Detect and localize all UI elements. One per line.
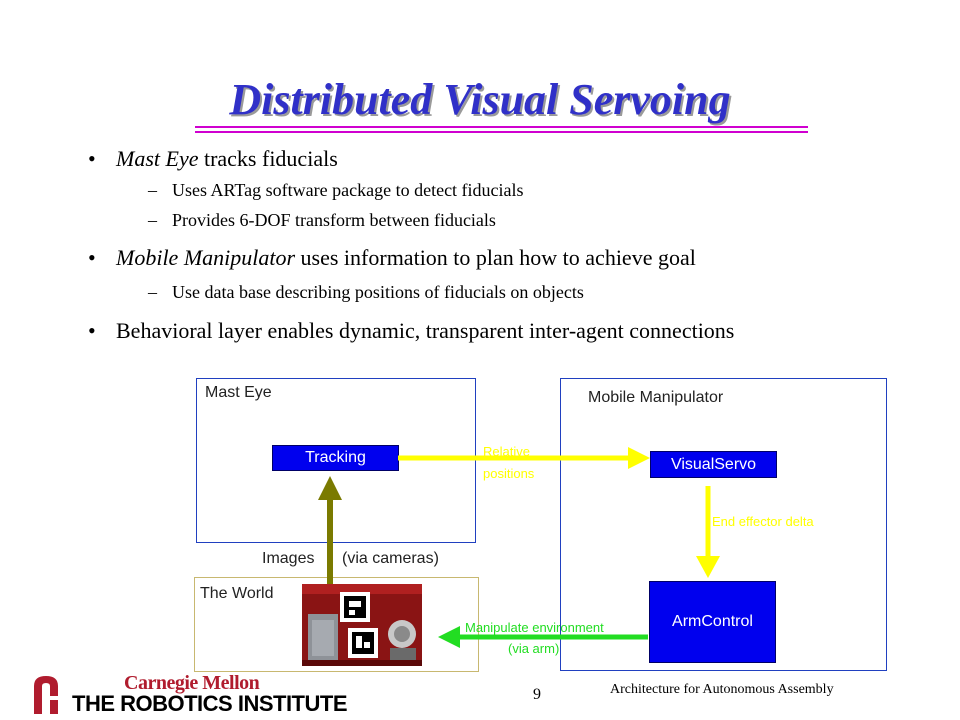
ri-logo-icon (34, 676, 58, 714)
mobile-manipulator-label: Mobile Manipulator (588, 389, 724, 406)
manipulate-label-2: (via arm) (508, 641, 560, 656)
sub-bullet-1: –Uses ARTag software package to detect f… (148, 180, 524, 201)
sub-bullet-2-text: Provides 6-DOF transform between fiducia… (172, 210, 496, 230)
via-cameras-label: (via cameras) (342, 550, 439, 567)
bullet-1-em: Mast Eye (116, 146, 199, 171)
logo-robotics-institute: THE ROBOTICS INSTITUTE (72, 691, 348, 716)
bullet-glyph: • (88, 245, 96, 270)
relative-label-2: positions (483, 466, 535, 481)
bullet-1-text: tracks fiducials (198, 146, 338, 171)
dash-glyph: – (148, 282, 157, 302)
armcontrol-box: ArmControl (649, 581, 776, 663)
slide-title: Distributed Visual Servoing (229, 75, 731, 124)
visualservo-box: VisualServo (650, 451, 777, 478)
logo-carnegie-mellon: Carnegie Mellon (124, 672, 260, 694)
bullet-2: • Mobile Manipulator uses information to … (88, 245, 696, 271)
cmu-robotics-logo: Carnegie Mellon THE ROBOTICS INSTITUTE (28, 672, 348, 716)
bullet-1: • Mast Eye tracks fiducials (88, 146, 338, 172)
relative-label-1: Relative (483, 444, 530, 459)
sub-bullet-3-text: Use data base describing positions of fi… (172, 282, 584, 302)
page-number: 9 (533, 686, 541, 703)
bullet-2-em: Mobile Manipulator (116, 245, 296, 270)
manipulate-label-1: Manipulate environment (465, 620, 604, 635)
bullet-3: • Behavioral layer enables dynamic, trans… (88, 318, 734, 344)
end-effector-label: End effector delta (712, 514, 814, 529)
bullet-glyph: • (88, 146, 96, 171)
images-label: Images (262, 550, 315, 567)
dash-glyph: – (148, 180, 157, 200)
world-label: The World (200, 585, 274, 602)
relative-positions-arrowhead (628, 447, 650, 469)
world-photo-image (302, 584, 422, 666)
bullet-glyph: • (88, 318, 96, 343)
title-underline-1 (195, 126, 808, 128)
world-photo (302, 584, 422, 666)
mast-eye-label: Mast Eye (205, 384, 272, 401)
title-underline-2 (195, 131, 808, 133)
footer-course-title: Architecture for Autonomous Assembly (610, 682, 834, 697)
manipulate-arrowhead (438, 626, 460, 648)
sub-bullet-2: –Provides 6-DOF transform between fiduci… (148, 210, 496, 231)
tracking-box: Tracking (272, 445, 399, 471)
dash-glyph: – (148, 210, 157, 230)
end-effector-arrowhead (696, 556, 720, 578)
sub-bullet-1-text: Uses ARTag software package to detect fi… (172, 180, 524, 200)
sub-bullet-3: –Use data base describing positions of f… (148, 282, 584, 303)
bullet-2-text: uses information to plan how to achieve … (295, 245, 696, 270)
images-arrowhead (318, 476, 342, 500)
bullet-3-text: Behavioral layer enables dynamic, transp… (116, 318, 735, 343)
